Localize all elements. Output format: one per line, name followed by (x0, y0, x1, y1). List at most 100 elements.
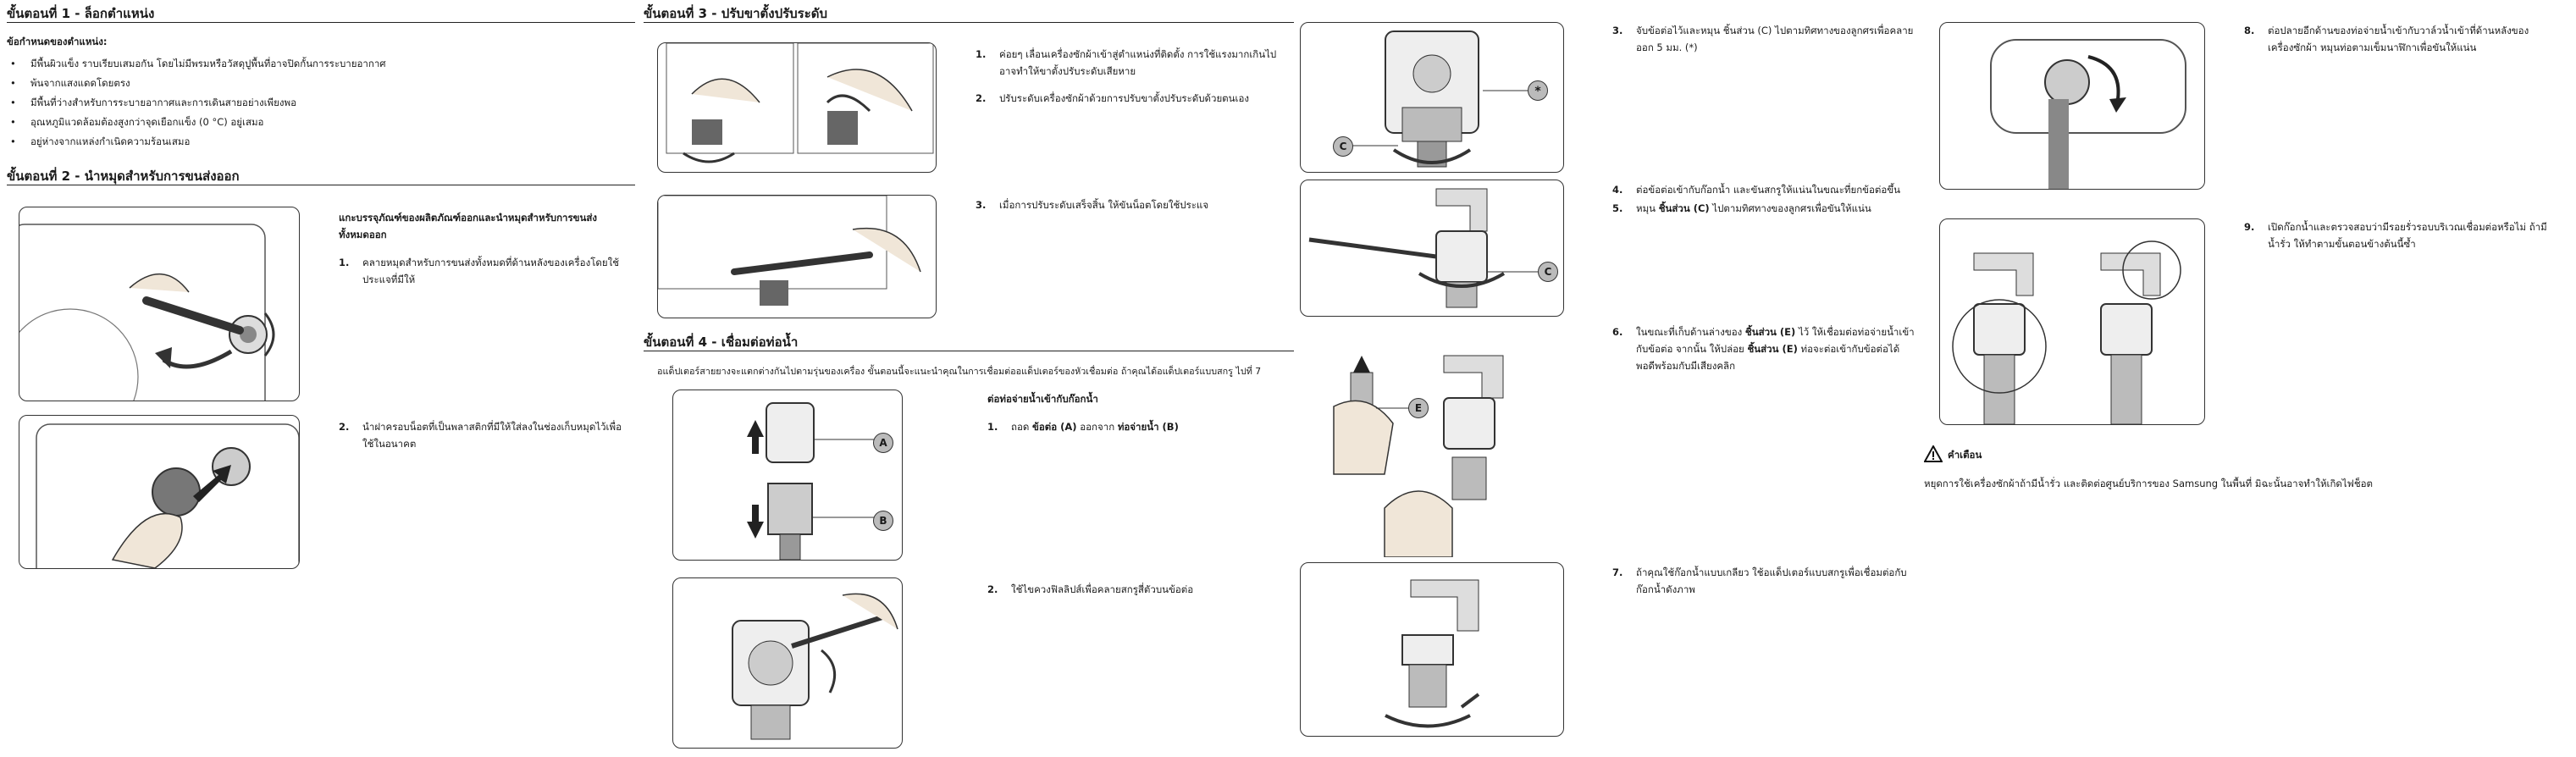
list-item: อยู่ห่างจากแหล่งกำเนิดความร้อนเสมอ (7, 132, 633, 152)
text-bold: ข้อต่อ (A) (1032, 421, 1077, 433)
warning-title: คำเตือน (1948, 449, 1982, 461)
screw-adapter-illustration (1300, 562, 1564, 737)
step-number: 8. (2244, 25, 2255, 36)
step-item: 2. ใช้ไขควงฟิลลิปส์เพื่อคลายสกรูสี่ตัวบน… (987, 581, 1284, 598)
step-number: 1. (987, 421, 998, 433)
step-item: 6. ในขณะที่เก็บด้านล่างของ ชิ้นส่วน (E) … (1612, 323, 1917, 374)
step-text: นำฝาครอบน็อตที่เป็นพลาสติกที่มีให้ใส่ลงใ… (362, 421, 622, 450)
faucet-tighten-drawing (1308, 188, 1538, 308)
screwdriver-illustration (672, 577, 903, 749)
step-number: 2. (976, 92, 987, 104)
step-item: 8. ต่อปลายอีกด้านของท่อจ่ายน้ำเข้ากับวาล… (2244, 22, 2549, 56)
step-number: 1. (976, 48, 987, 60)
step1-heading: ขั้นตอนที่ 1 - ล็อกตำแหน่ง (7, 6, 155, 21)
text-bold: ชิ้นส่วน (E) (1744, 326, 1796, 338)
text-segment: ไปตามทิศทางของลูกศรเพื่อขันให้แน่น (1709, 202, 1871, 214)
step-text: ปรับระดับเครื่องซักผ้าด้วยการปรับขาตั้งป… (999, 92, 1249, 104)
step-text: ในขณะที่เก็บด้านล่างของ ชิ้นส่วน (E) ไว้… (1612, 323, 1917, 374)
label-a: A (873, 433, 893, 453)
step-item: 3. จับข้อต่อไว้และหมุน ชิ้นส่วน (C) ไปตา… (1612, 22, 1917, 56)
text-bold: ท่อจ่ายน้ำ (B) (1117, 421, 1179, 433)
step-number: 2. (339, 421, 350, 433)
criteria-list: มีพื้นผิวแข็ง ราบเรียบเสมอกัน โดยไม่มีพร… (7, 54, 633, 152)
step-item: 3. เมื่อการปรับระดับเสร็จสิ้น ให้ขันน็อต… (976, 196, 1287, 213)
step-number: 1. (339, 257, 350, 268)
criteria-heading: ข้อกำหนดของตำแหน่ง: (7, 36, 108, 47)
remove-bolts-illustration (19, 207, 300, 401)
warning-text: หยุดการใช้เครื่องซักผ้าถ้ามีน้ำรั่ว และต… (1924, 478, 2374, 489)
step-number: 5. (1612, 202, 1623, 214)
attach-faucet-illustration: C (1300, 180, 1564, 317)
feet-adjust-drawing (666, 43, 934, 163)
list-item: มีพื้นที่ว่างสำหรับการระบายอากาศและการเด… (7, 93, 633, 113)
step-number: 3. (1612, 25, 1623, 36)
step-item: 2. นำฝาครอบน็อตที่เป็นพลาสติกที่มีให้ใส่… (339, 418, 627, 452)
connector-c-illustration: C * (1300, 22, 1564, 173)
text-segment: ในขณะที่เก็บด้านล่างของ (1636, 326, 1745, 338)
step-text: ต่อข้อต่อเข้ากับก๊อกน้ำ และขันสกรูให้แน่… (1636, 184, 1901, 196)
hose-click-drawing (1333, 355, 1504, 557)
attach-hose-illustration: E (1300, 339, 1562, 557)
divider (644, 22, 1294, 23)
remove-title: แกะบรรจุภัณฑ์ของผลิตภัณฑ์ออกและนำหมุดสำห… (339, 212, 598, 240)
divider (7, 22, 635, 23)
step-item: 5. หมุน ชิ้นส่วน (C) ไปตามทิศทางของลูกศร… (1612, 200, 1917, 217)
step-number: 2. (987, 583, 998, 595)
warning-triangle-icon (1923, 444, 1943, 462)
step-number: 9. (2244, 221, 2255, 233)
step-text: เมื่อการปรับระดับเสร็จสิ้น ให้ขันน็อตโดย… (999, 199, 1209, 211)
inlet-valve-illustration (1939, 22, 2205, 190)
step3-heading: ขั้นตอนที่ 3 - ปรับขาตั้งปรับระดับ (644, 6, 828, 21)
step4-intro: อแด็ปเตอร์สายยางจะแตกต่างกันไปตามรุ่นของ… (657, 366, 1262, 377)
step-item: 1. คลายหมุดสำหรับการขนส่งทั้งหมดที่ด้านห… (339, 254, 627, 288)
leak-check-illustration (1939, 218, 2205, 425)
wrench-nut-drawing (658, 196, 921, 306)
threaded-faucet-drawing (1385, 579, 1480, 728)
inlet-valve-drawing (1990, 39, 2186, 189)
screwdriver-drawing (732, 593, 898, 740)
connector-drawing (747, 402, 876, 560)
step-item: 9. เปิดก๊อกน้ำและตรวจสอบว่ามีรอยรั่วรอบบ… (2244, 218, 2549, 252)
connector-parts-illustration: A B (672, 390, 903, 561)
sub-heading: ต่อท่อจ่ายน้ำเข้ากับก๊อกน้ำ (987, 393, 1098, 405)
level-feet-illustration (657, 42, 937, 173)
cap-hand-drawing (36, 423, 299, 568)
step-item: 7. ถ้าคุณใช้ก๊อกน้ำแบบเกลียว ใช้อแด็ปเตอ… (1612, 564, 1917, 598)
leak-check-drawing (1952, 240, 2181, 424)
step-item: 1. ค่อยๆ เลื่อนเครื่องซักผ้าเข้าสู่ตำแหน… (976, 46, 1287, 80)
step2-heading: ขั้นตอนที่ 2 - นำหมุดสำหรับการขนส่งออก (7, 169, 240, 184)
label-b: B (873, 511, 893, 531)
step4-heading: ขั้นตอนที่ 4 - เชื่อมต่อท่อน้ำ (644, 334, 799, 350)
wrench-bolt-drawing (19, 224, 275, 401)
step-item: 2. ปรับระดับเครื่องซักผ้าด้วยการปรับขาตั… (976, 90, 1287, 107)
text-segment: ไว้ ให้เชื่อมต่อท่อจ่ายน้ำเข้ากับข้อต่อ … (1636, 326, 1915, 356)
step-text: ถอด ข้อต่อ (A) ออกจาก ท่อจ่ายน้ำ (B) (987, 418, 1284, 435)
text-segment: หมุน (1636, 202, 1659, 214)
text-bold: ชิ้นส่วน (C) (1658, 202, 1710, 214)
step-text: ถ้าคุณใช้ก๊อกน้ำแบบเกลียว ใช้อแด็ปเตอร์แ… (1636, 566, 1907, 596)
label-star: * (1528, 80, 1548, 101)
step-text: คลายหมุดสำหรับการขนส่งทั้งหมดที่ด้านหลัง… (362, 257, 619, 286)
tighten-nut-illustration (657, 195, 937, 318)
step-text: จับข้อต่อไว้และหมุน ชิ้นส่วน (C) ไปตามทิ… (1636, 25, 1914, 54)
list-item: อุณหภูมิแวดล้อมต้องสูงกว่าจุดเยือกแข็ง (… (7, 113, 633, 132)
list-item: มีพื้นผิวแข็ง ราบเรียบเสมอกัน โดยไม่มีพร… (7, 54, 633, 74)
text-segment: ออกจาก (1076, 421, 1118, 433)
step-text: หมุน ชิ้นส่วน (C) ไปตามทิศทางของลูกศรเพื… (1612, 200, 1917, 217)
label-c: C (1538, 262, 1558, 282)
text-segment: ถอด (1011, 421, 1032, 433)
text-bold: ชิ้นส่วน (E) (1747, 343, 1798, 356)
cap-insert-illustration (19, 415, 300, 569)
step-item: 1. ถอด ข้อต่อ (A) ออกจาก ท่อจ่ายน้ำ (B) (987, 418, 1284, 435)
step-number: 4. (1612, 184, 1623, 196)
step-number: 7. (1612, 566, 1623, 578)
step-item: 4. ต่อข้อต่อเข้ากับก๊อกน้ำ และขันสกรูให้… (1612, 181, 1917, 198)
label-e: E (1408, 398, 1429, 418)
step-text: เปิดก๊อกน้ำและตรวจสอบว่ามีรอยรั่วรอบบริเ… (2268, 221, 2547, 251)
label-c: C (1333, 136, 1353, 157)
connector-c-drawing (1352, 30, 1529, 168)
step-text: ต่อปลายอีกด้านของท่อจ่ายน้ำเข้ากับวาล์วน… (2268, 25, 2529, 54)
step-number: 3. (976, 199, 987, 211)
list-item: พ้นจากแสงแดดโดยตรง (7, 74, 633, 93)
step-text: ค่อยๆ เลื่อนเครื่องซักผ้าเข้าสู่ตำแหน่งท… (999, 48, 1277, 78)
